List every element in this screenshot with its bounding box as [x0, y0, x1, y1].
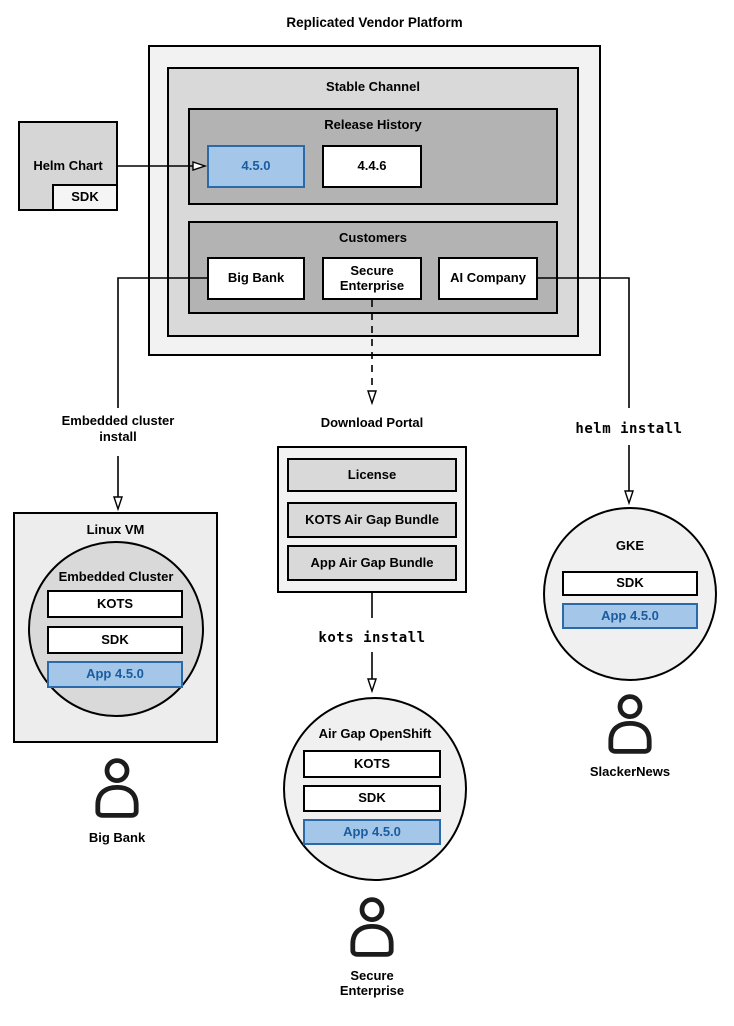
helm-install-label: helm install	[575, 421, 683, 437]
gke-sdk-box: SDK	[562, 571, 698, 596]
license-box: License	[287, 458, 457, 492]
gke-app-box: App 4.5.0	[562, 603, 698, 629]
secure-enterprise-user-icon	[348, 897, 396, 959]
helm-chart-title: Helm Chart	[33, 158, 103, 173]
air-gap-openshift-title: Air Gap OpenShift	[318, 726, 432, 741]
customers-title: Customers	[339, 230, 407, 245]
helm-chart-sdk-box: SDK	[52, 184, 118, 211]
customer-secure-enterprise: Secure Enterprise	[322, 257, 422, 300]
openshift-app-box: App 4.5.0	[303, 819, 441, 845]
vm-sdk-box: SDK	[47, 626, 183, 654]
stable-channel-title: Stable Channel	[326, 79, 420, 94]
big-bank-user-icon	[93, 758, 141, 820]
embedded-install-label: Embedded cluster install	[61, 413, 175, 445]
slackernews-user-icon	[606, 694, 654, 756]
kots-install-label: kots install	[318, 630, 426, 646]
release-4-5-0: 4.5.0	[207, 145, 305, 188]
secure-enterprise-user-label: Secure Enterprise	[339, 968, 405, 998]
customer-big-bank: Big Bank	[207, 257, 305, 300]
vm-app-box: App 4.5.0	[47, 661, 183, 688]
vm-kots-box: KOTS	[47, 590, 183, 618]
download-portal-title: Download Portal	[320, 415, 424, 430]
release-4-4-6: 4.4.6	[322, 145, 422, 188]
release-history-title: Release History	[324, 117, 422, 132]
app-air-gap-bundle-box: App Air Gap Bundle	[287, 545, 457, 581]
kots-air-gap-bundle-box: KOTS Air Gap Bundle	[287, 502, 457, 538]
slackernews-user-label: SlackerNews	[589, 764, 671, 779]
linux-vm-title: Linux VM	[86, 522, 145, 537]
gke-title: GKE	[615, 538, 645, 553]
diagram-title: Replicated Vendor Platform	[286, 15, 463, 30]
openshift-sdk-box: SDK	[303, 785, 441, 812]
customer-ai-company: AI Company	[438, 257, 538, 300]
openshift-kots-box: KOTS	[303, 750, 441, 778]
embedded-cluster-title: Embedded Cluster	[58, 569, 174, 584]
big-bank-user-label: Big Bank	[88, 830, 146, 845]
